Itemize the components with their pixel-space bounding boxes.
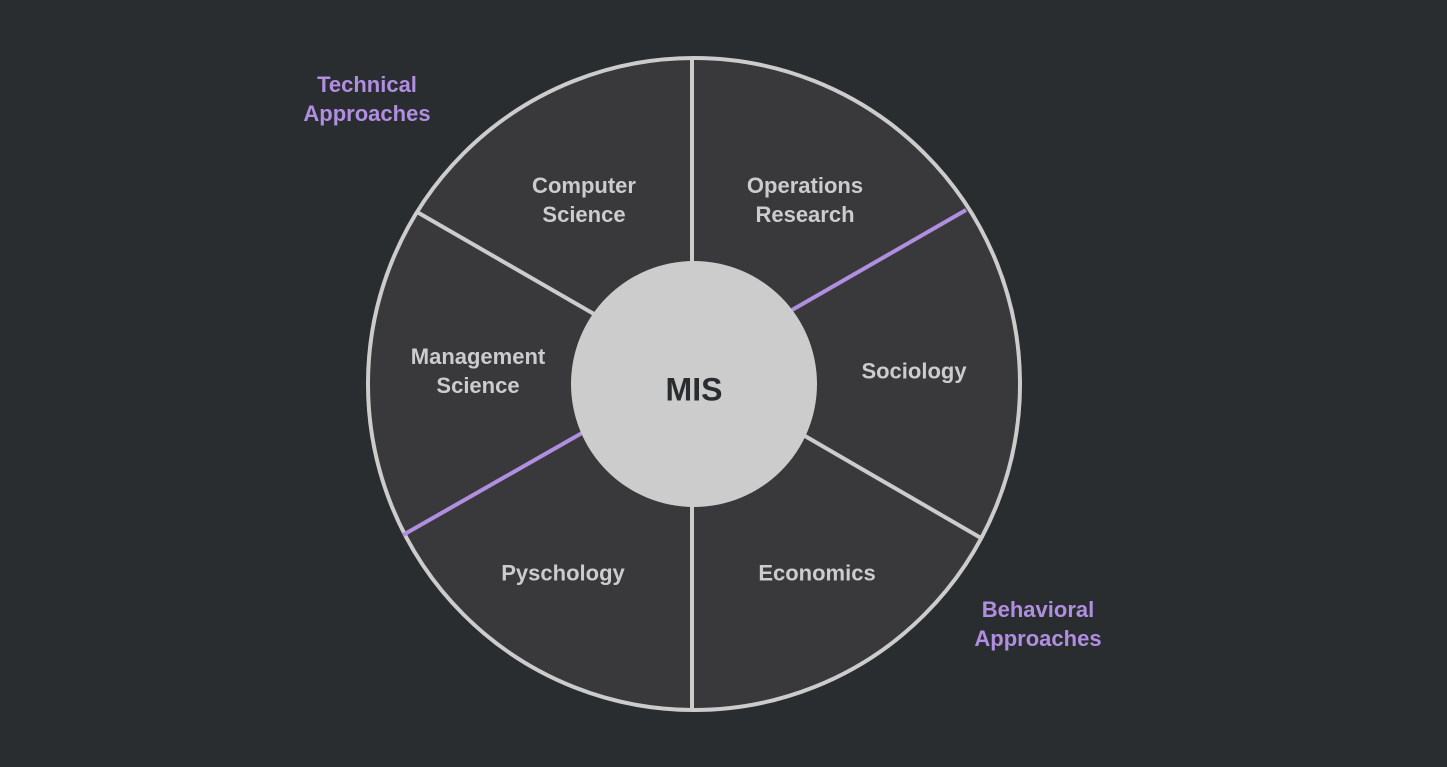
segment-computer-science: Computer Science [532, 173, 636, 227]
segment-economics: Economics [758, 560, 876, 586]
group-behavioral-approaches: Behavioral Approaches [974, 597, 1102, 651]
segment-operations-research: Operations Research [746, 173, 864, 227]
segment-sociology: Sociology [861, 358, 967, 384]
center-circle [571, 261, 817, 507]
divider-lower-right [803, 434, 983, 540]
divider-upper-left [416, 210, 595, 316]
group-technical-approaches: Technical Approaches [303, 72, 431, 126]
divider-upper-right-accent [791, 208, 967, 312]
divider-lower-left-accent [402, 431, 583, 537]
segment-management-science: Management Science [410, 344, 546, 398]
center-label: MIS [665, 371, 723, 408]
segment-psychology: Pyschology [501, 560, 625, 586]
